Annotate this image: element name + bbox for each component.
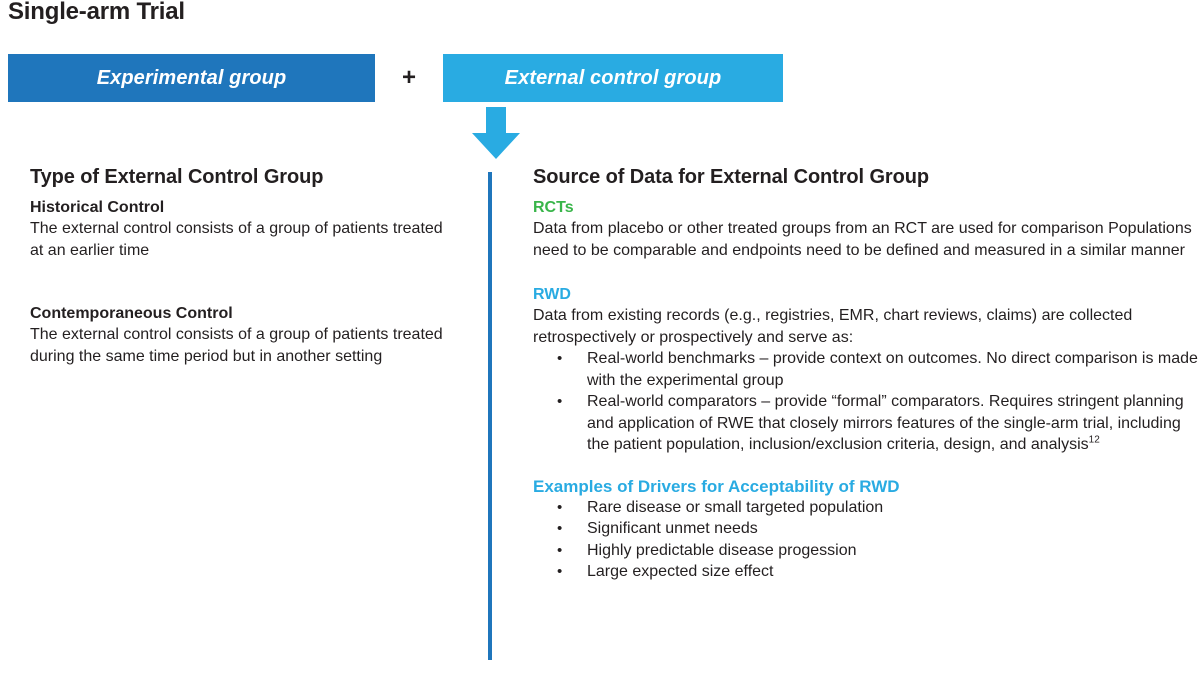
drivers-bullet-2-text: Significant unmet needs — [587, 520, 758, 537]
left-column: Type of External Control Group Historica… — [30, 166, 460, 367]
experimental-group-box: Experimental group — [8, 54, 375, 102]
rcts-label: RCTs — [533, 199, 574, 216]
group-boxes-row: Experimental group + External control gr… — [0, 54, 1200, 102]
rwd-bullet-1-text: Real-world benchmarks – provide context … — [587, 350, 1198, 389]
drivers-bullet-4-text: Large expected size effect — [587, 563, 774, 580]
left-column-spacer — [30, 261, 460, 303]
drivers-bullet-list: Rare disease or small targeted populatio… — [533, 497, 1200, 583]
rcts-block: RCTs Data from placebo or other treated … — [533, 197, 1200, 261]
right-column-heading: Source of Data for External Control Grou… — [533, 166, 929, 188]
list-item: Rare disease or small targeted populatio… — [533, 497, 1200, 519]
right-column: Source of Data for External Control Grou… — [533, 166, 1200, 583]
list-item: Real-world comparators – provide “formal… — [533, 391, 1200, 456]
drivers-block: Examples of Drivers for Acceptability of… — [533, 476, 1200, 583]
list-item: Significant unmet needs — [533, 518, 1200, 540]
contemporaneous-control-block: Contemporaneous Control The external con… — [30, 303, 460, 367]
rwd-block: RWD Data from existing records (e.g., re… — [533, 284, 1200, 456]
external-control-group-label: External control group — [504, 66, 722, 89]
down-arrow-icon — [466, 107, 526, 159]
rcts-body: Data from placebo or other treated group… — [533, 220, 1192, 259]
rwd-bullet-list: Real-world benchmarks – provide context … — [533, 348, 1200, 456]
contemporaneous-control-body: The external control consists of a group… — [30, 326, 443, 365]
rwd-label: RWD — [533, 286, 571, 303]
experimental-group-label: Experimental group — [96, 66, 287, 89]
historical-control-block: Historical Control The external control … — [30, 197, 460, 261]
drivers-label: Examples of Drivers for Acceptability of… — [533, 476, 900, 496]
list-item: Highly predictable disease progession — [533, 540, 1200, 562]
plus-icon: + — [401, 64, 416, 91]
drivers-bullet-1-text: Rare disease or small targeted populatio… — [587, 498, 884, 516]
external-control-group-box: External control group — [443, 54, 783, 102]
column-divider — [488, 172, 492, 660]
rwd-drivers-spacer — [533, 456, 1200, 476]
rcts-rwd-spacer — [533, 261, 1200, 284]
historical-control-body: The external control consists of a group… — [30, 220, 443, 259]
drivers-bullet-3-text: Highly predictable disease progession — [587, 541, 857, 559]
contemporaneous-control-subheading: Contemporaneous Control — [30, 305, 233, 322]
left-column-heading: Type of External Control Group — [30, 166, 324, 188]
page-title: Single-arm Trial — [8, 0, 185, 25]
rwd-bullet-2-superscript: 12 — [1088, 434, 1100, 446]
list-item: Real-world benchmarks – provide context … — [533, 348, 1200, 391]
list-item: Large expected size effect — [533, 561, 1200, 583]
historical-control-subheading: Historical Control — [30, 199, 165, 216]
rwd-body: Data from existing records (e.g., regist… — [533, 307, 1133, 346]
rwd-bullet-2-text: Real-world comparators – provide “formal… — [587, 393, 1184, 453]
